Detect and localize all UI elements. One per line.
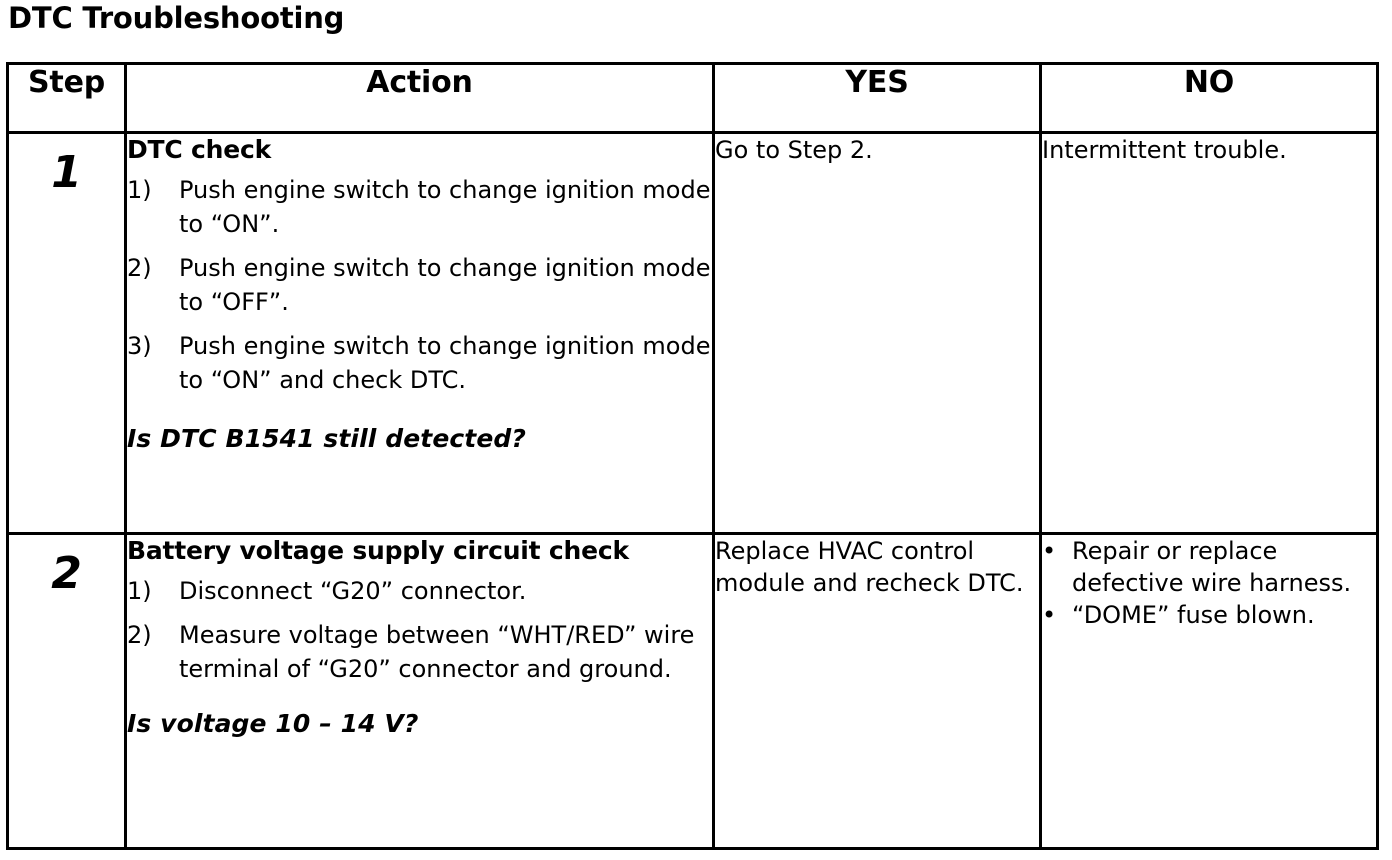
column-header-no: NO <box>1039 62 1379 134</box>
list-text: Disconnect “G20” connector. <box>179 577 527 605</box>
step-number-cell-2: 2 <box>6 532 127 850</box>
yes-cell-2: Replace HVAC control module and recheck … <box>712 532 1042 850</box>
yes-cell-1: Go to Step 2. <box>712 131 1042 535</box>
list-item: • Repair or replace defective wire harne… <box>1042 535 1376 599</box>
table-header-row: Step Action YES NO <box>6 62 1379 134</box>
action-step-list: 1) Push engine switch to change ignition… <box>127 173 712 397</box>
step-number: 2 <box>51 548 82 599</box>
dtc-troubleshooting-table: Step Action YES NO 1 DTC check 1) Push e… <box>6 62 1379 850</box>
list-marker: 1) <box>127 577 152 605</box>
table-row: 2 Battery voltage supply circuit check 1… <box>6 532 1379 850</box>
list-item: 1) Disconnect “G20” connector. <box>127 574 712 608</box>
step-number: 1 <box>51 147 82 198</box>
table-row: 1 DTC check 1) Push engine switch to cha… <box>6 131 1379 535</box>
action-question: Is DTC B1541 still detected? <box>127 424 527 453</box>
list-text: Measure voltage between “WHT/RED” wire t… <box>179 621 695 683</box>
yes-text: Go to Step 2. <box>715 136 873 164</box>
list-text: Repair or replace defective wire harness… <box>1072 537 1352 597</box>
bullet-icon: • <box>1042 601 1057 629</box>
yes-text: Replace HVAC control module and recheck … <box>715 537 1024 597</box>
list-item: 2) Measure voltage between “WHT/RED” wir… <box>127 618 712 686</box>
list-marker: 1) <box>127 176 152 204</box>
action-title: DTC check <box>127 135 272 164</box>
action-cell-1: DTC check 1) Push engine switch to chang… <box>124 131 715 535</box>
list-text: Push engine switch to change ignition mo… <box>179 254 711 316</box>
column-header-yes: YES <box>712 62 1042 134</box>
list-marker: 2) <box>127 621 152 649</box>
list-item: 2) Push engine switch to change ignition… <box>127 251 712 319</box>
page-title: DTC Troubleshooting <box>8 1 345 35</box>
list-text: Push engine switch to change ignition mo… <box>179 176 711 238</box>
no-cell-2: • Repair or replace defective wire harne… <box>1039 532 1379 850</box>
no-cell-1: Intermittent trouble. <box>1039 131 1379 535</box>
action-title: Battery voltage supply circuit check <box>127 536 629 565</box>
column-header-step: Step <box>6 62 127 134</box>
step-number-cell-1: 1 <box>6 131 127 535</box>
list-item: 1) Push engine switch to change ignition… <box>127 173 712 241</box>
list-marker: 3) <box>127 332 152 360</box>
column-header-action: Action <box>124 62 715 134</box>
no-bullet-list: • Repair or replace defective wire harne… <box>1042 535 1376 631</box>
list-marker: 2) <box>127 254 152 282</box>
action-cell-2: Battery voltage supply circuit check 1) … <box>124 532 715 850</box>
action-question: Is voltage 10 – 14 V? <box>127 709 419 738</box>
bullet-icon: • <box>1042 537 1057 565</box>
list-item: • “DOME” fuse blown. <box>1042 599 1376 631</box>
no-text: Intermittent trouble. <box>1042 136 1287 164</box>
list-text: “DOME” fuse blown. <box>1072 601 1315 629</box>
list-text: Push engine switch to change ignition mo… <box>179 332 711 394</box>
list-item: 3) Push engine switch to change ignition… <box>127 329 712 397</box>
action-step-list: 1) Disconnect “G20” connector. 2) Measur… <box>127 574 712 686</box>
